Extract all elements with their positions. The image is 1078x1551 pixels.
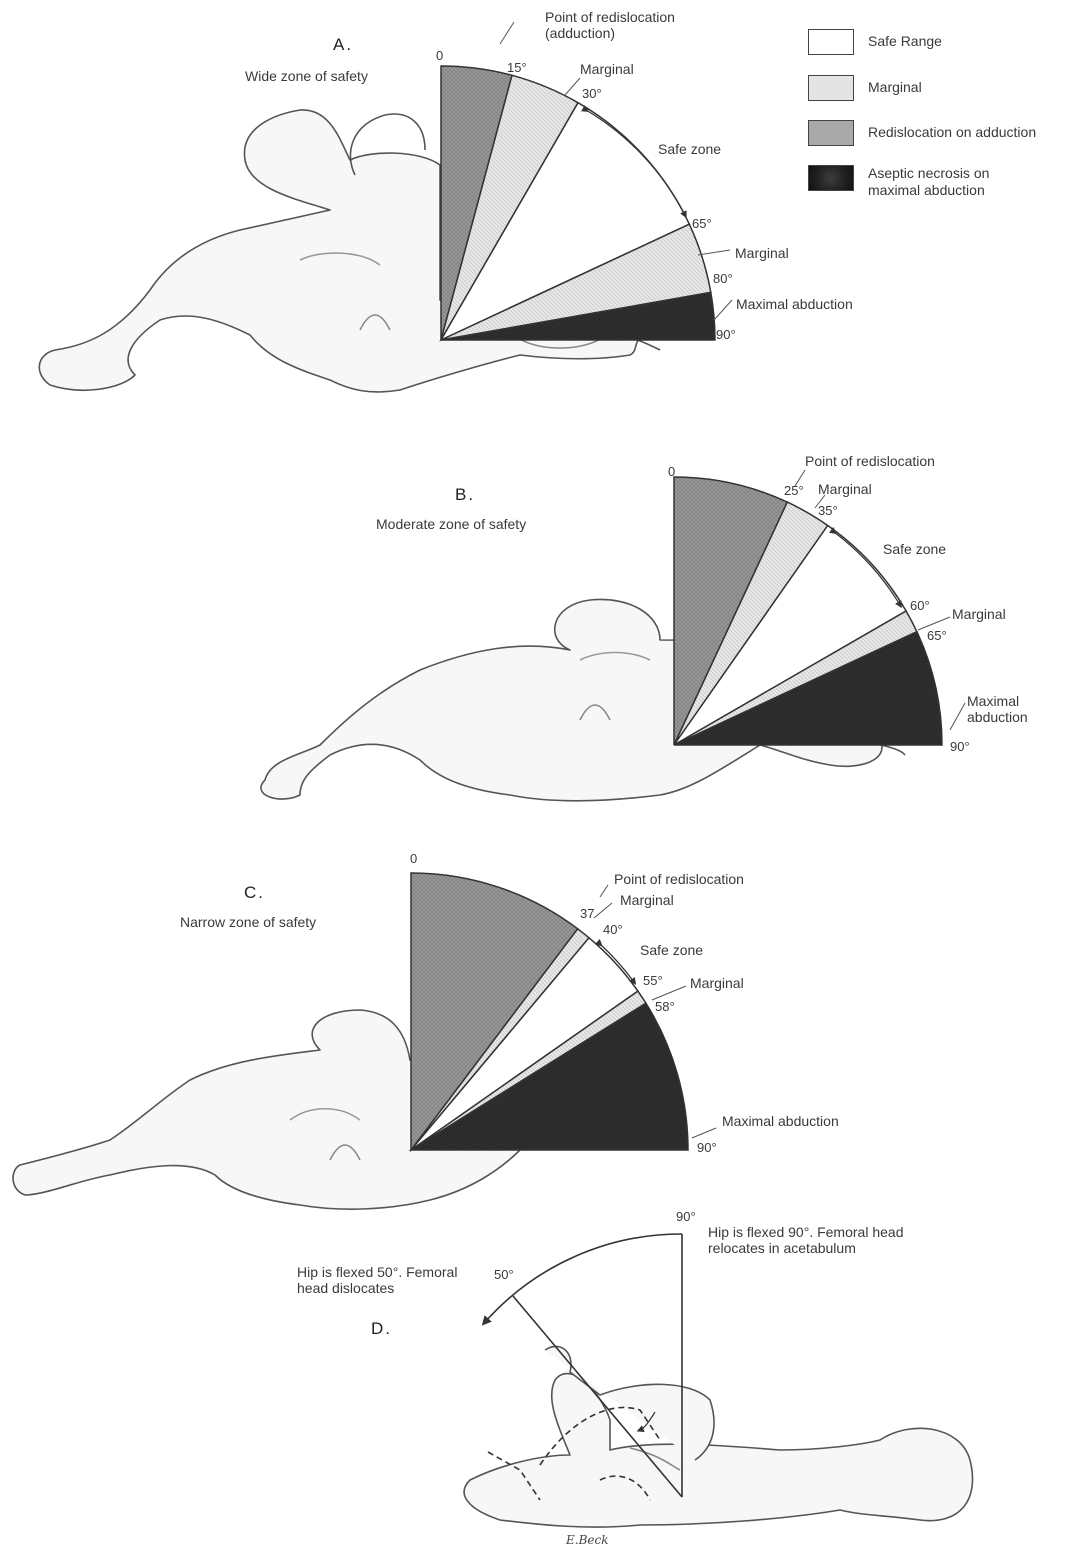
- panel-c-subtitle: Narrow zone of safety: [180, 914, 316, 930]
- panel-a-deg-65: 65°: [692, 216, 712, 232]
- panel-b-zero: 0: [668, 464, 675, 480]
- panel-b-deg-60: 60°: [910, 598, 930, 614]
- panel-c-redislocation-label: Point of redislocation: [614, 871, 744, 887]
- panel-b-title: B.: [455, 487, 475, 503]
- panel-b-subtitle: Moderate zone of safety: [376, 516, 526, 532]
- legend-label: Redislocation on adduction: [868, 124, 1036, 141]
- legend-necrosis: Aseptic necrosis on maximal abduction: [808, 165, 1038, 199]
- legend-swatch-marginal: [808, 75, 854, 101]
- panel-a-max-abduction: Maximal abduction: [736, 296, 853, 312]
- panel-a-marginal-top: Marginal: [580, 61, 634, 77]
- legend-swatch-safe: [808, 29, 854, 55]
- panel-c-safe-zone: Safe zone: [640, 942, 703, 958]
- panel-c-deg-37: 37: [580, 906, 594, 922]
- panel-a-marginal-bottom: Marginal: [735, 245, 789, 261]
- panel-a-deg-90: 90°: [716, 327, 736, 343]
- panel-b-marginal-bottom: Marginal: [952, 606, 1006, 622]
- panel-b-max-abduction: Maximal abduction: [967, 693, 1047, 725]
- panel-c-deg-40: 40°: [603, 922, 623, 938]
- panel-a-deg-80: 80°: [713, 271, 733, 287]
- panel-b-deg-90: 90°: [950, 739, 970, 755]
- panel-a-safe-zone: Safe zone: [658, 141, 721, 157]
- panel-c-marginal-bottom: Marginal: [690, 975, 744, 991]
- panel-a-subtitle: Wide zone of safety: [245, 68, 368, 84]
- panel-c-deg-90: 90°: [697, 1140, 717, 1156]
- panel-d-deg-90: 90°: [676, 1209, 696, 1225]
- panel-a-title: A.: [333, 37, 353, 53]
- panel-b-deg-35: 35°: [818, 503, 838, 519]
- panel-d-deg-50: 50°: [494, 1267, 514, 1283]
- panel-b-marginal-top: Marginal: [818, 481, 872, 497]
- panel-a-redislocation-label: Point of redislocation (adduction): [545, 9, 715, 41]
- panel-a-zero: 0: [436, 48, 443, 64]
- legend-label: Marginal: [868, 79, 922, 96]
- baby-figure-d: [464, 1346, 972, 1527]
- panel-b-deg-25: 25°: [784, 483, 804, 499]
- panel-b-deg-65: 65°: [927, 628, 947, 644]
- panel-c-deg-58: 58°: [655, 999, 675, 1015]
- panel-c-zero: 0: [410, 851, 417, 867]
- legend-safe-range: Safe Range: [808, 29, 942, 55]
- panel-c-title: C.: [244, 885, 265, 901]
- panel-a-deg-30: 30°: [582, 86, 602, 102]
- panel-d-flexed-90-note: Hip is flexed 90°. Femoral head relocate…: [708, 1224, 908, 1256]
- panel-d-title: D.: [371, 1321, 392, 1337]
- artist-signature: E.Beck: [566, 1533, 609, 1547]
- panel-c-deg-55: 55°: [643, 973, 663, 989]
- legend-redislocation: Redislocation on adduction: [808, 120, 1036, 146]
- legend-label: Aseptic necrosis on maximal abduction: [868, 165, 1038, 199]
- panel-b-redislocation-label: Point of redislocation: [805, 453, 935, 469]
- legend-marginal: Marginal: [808, 75, 922, 101]
- panel-c-marginal-top: Marginal: [620, 892, 674, 908]
- panel-b-safe-zone: Safe zone: [883, 541, 946, 557]
- legend-swatch-necrosis: [808, 165, 854, 191]
- legend-swatch-redislocation: [808, 120, 854, 146]
- panel-a-deg-15: 15°: [507, 60, 527, 76]
- panel-d-flexed-50-note: Hip is flexed 50°. Femoral head dislocat…: [297, 1264, 477, 1296]
- legend-label: Safe Range: [868, 33, 942, 50]
- panel-c-max-abduction: Maximal abduction: [722, 1113, 839, 1129]
